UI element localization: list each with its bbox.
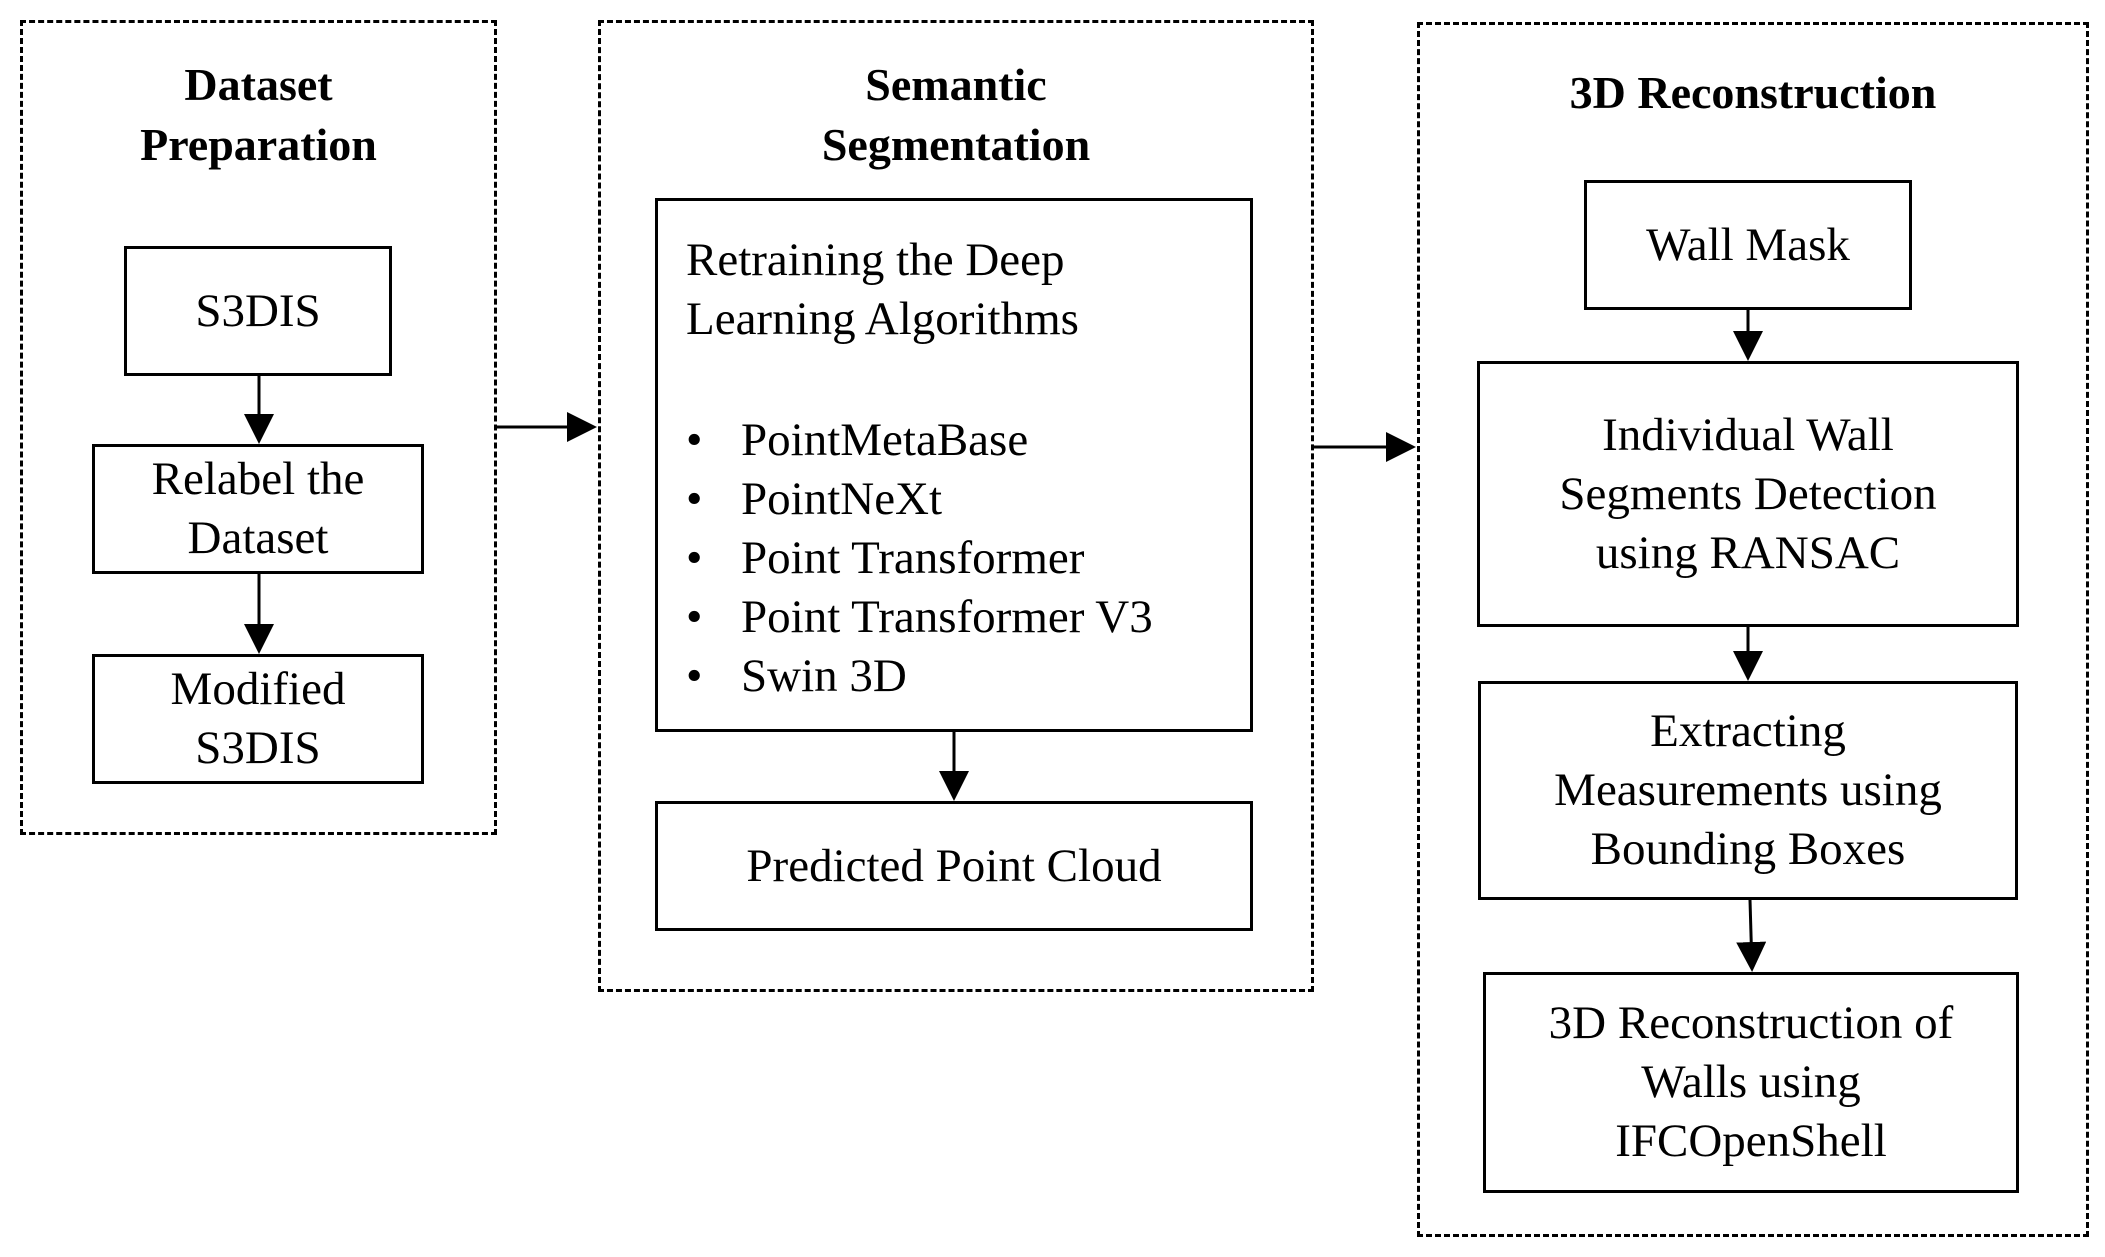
list-item: • Swin 3D [686,647,1153,706]
list-item: • Point Transformer [686,529,1153,588]
list-item: • Point Transformer V3 [686,588,1153,647]
list-item: • PointNeXt [686,470,1153,529]
bullet-icon: • [686,414,703,466]
box-wall-mask: Wall Mask [1584,180,1912,310]
algorithm-name: Point Transformer [741,532,1085,584]
group-title-dataset-preparation: Dataset Preparation [140,59,377,170]
box-label: S3DIS [195,284,321,337]
box-label: Modified S3DIS [170,663,346,774]
box-label: Predicted Point Cloud [746,839,1162,892]
algorithms-box: Retraining the Deep Learning Algorithms … [655,198,1253,732]
box-modified-s3dis: Modified S3DIS [92,654,424,784]
list-item: • PointMetaBase [686,411,1153,470]
box-predicted-point-cloud: Predicted Point Cloud [655,801,1253,931]
group-title-3d-reconstruction: 3D Reconstruction [1569,67,1937,118]
box-label: Wall Mask [1646,218,1850,271]
box-wall-segments-detection: Individual Wall Segments Detection using… [1477,361,2019,627]
box-label: Individual Wall Segments Detection using… [1559,408,1937,579]
algorithm-name: PointMetaBase [741,414,1029,466]
box-3d-reconstruction-walls: 3D Reconstruction of Walls using IFCOpen… [1483,972,2019,1193]
box-label: 3D Reconstruction of Walls using IFCOpen… [1548,997,1954,1167]
bullet-icon: • [686,650,703,702]
algorithm-name: PointNeXt [741,473,943,525]
box-relabel-dataset: Relabel the Dataset [92,444,424,574]
group-semantic-segmentation: Semantic Segmentation [598,20,1314,992]
box-label: Extracting Measurements using Bounding B… [1554,705,1942,875]
box-extracting-measurements: Extracting Measurements using Bounding B… [1478,681,2018,900]
algorithm-name: Point Transformer V3 [741,591,1153,643]
algorithms-list: • PointMetaBase • PointNeXt • Point Transfo… [686,411,1153,706]
algorithm-name: Swin 3D [741,650,907,702]
bullet-icon: • [686,591,703,643]
group-3d-reconstruction: 3D Reconstruction [1417,22,2089,1237]
group-dataset-preparation: Dataset Preparation [20,20,497,835]
bullet-icon: • [686,532,703,584]
algorithms-heading: Retraining the Deep Learning Algorithms [686,234,1079,345]
box-s3dis: S3DIS [124,246,392,376]
box-label: Relabel the Dataset [151,453,365,564]
arrow-measurements-to-reconstruction [1736,899,1767,972]
group-title-semantic-segmentation: Semantic Segmentation [821,59,1091,170]
bullet-icon: • [686,473,703,525]
